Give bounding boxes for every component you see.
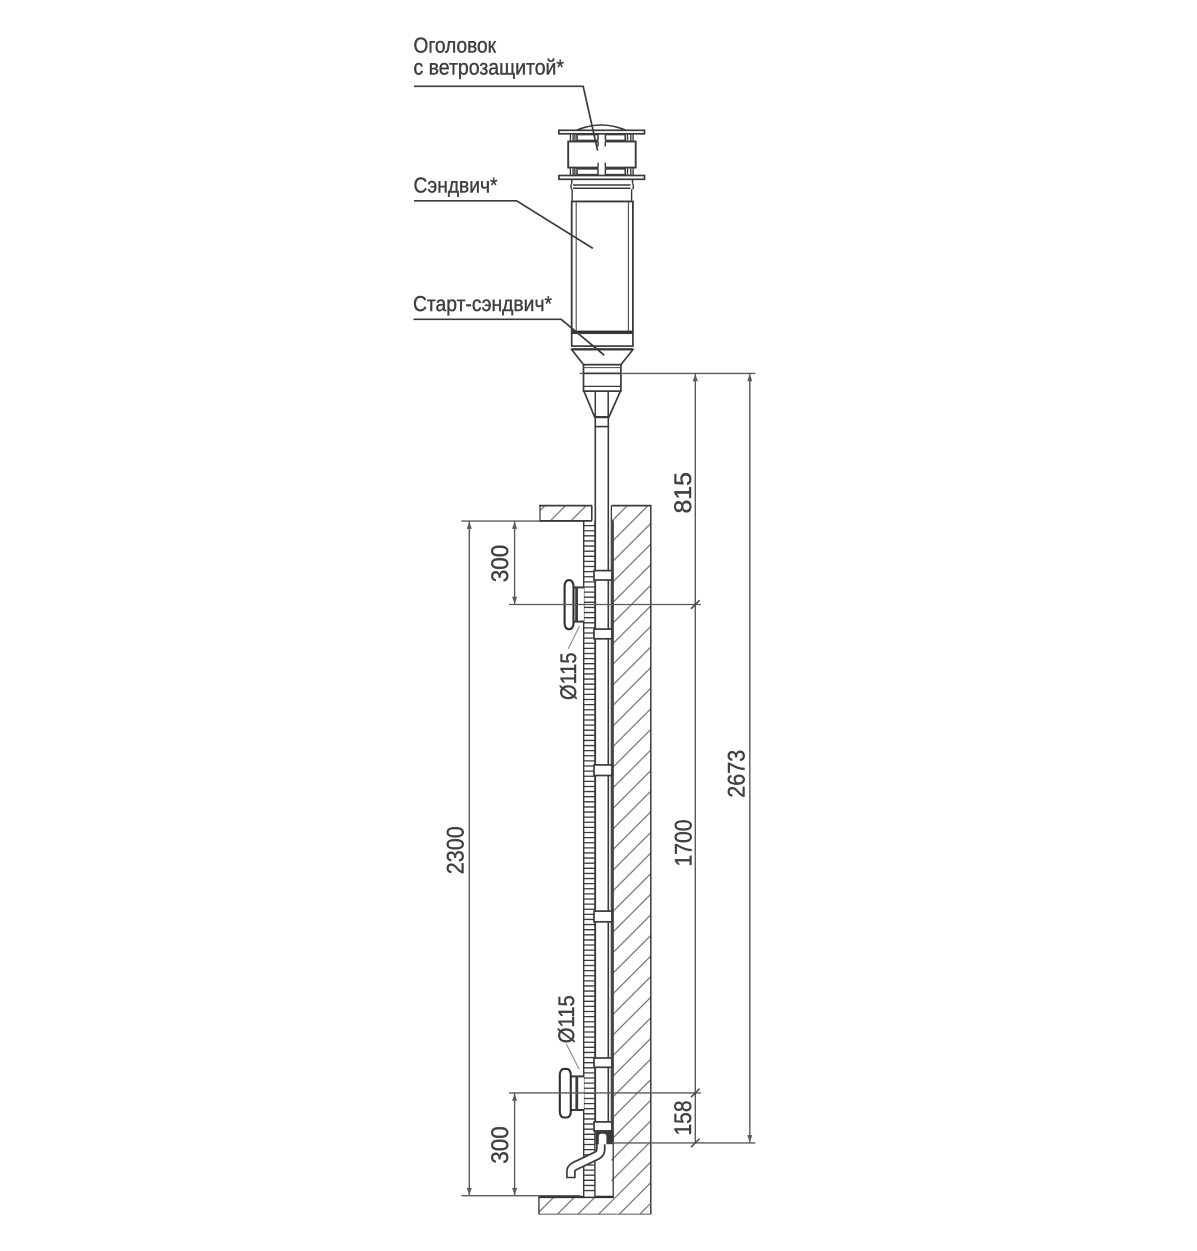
svg-text:Ø115: Ø115 bbox=[554, 995, 579, 1043]
svg-text:815: 815 bbox=[670, 472, 697, 514]
svg-text:Старт-сэндвич*: Старт-сэндвич* bbox=[413, 292, 553, 316]
svg-text:300: 300 bbox=[487, 545, 514, 583]
svg-text:2300: 2300 bbox=[442, 826, 469, 874]
svg-text:1700: 1700 bbox=[671, 820, 698, 867]
svg-text:Ø115: Ø115 bbox=[556, 652, 581, 700]
svg-text:Оголовок: Оголовок bbox=[414, 34, 497, 58]
svg-text:158: 158 bbox=[670, 1101, 697, 1136]
svg-text:Сэндвич*: Сэндвич* bbox=[414, 174, 499, 198]
svg-text:300: 300 bbox=[487, 1126, 514, 1164]
svg-text:2673: 2673 bbox=[723, 750, 750, 798]
svg-text:с ветрозащитой*: с ветрозащитой* bbox=[414, 55, 565, 79]
